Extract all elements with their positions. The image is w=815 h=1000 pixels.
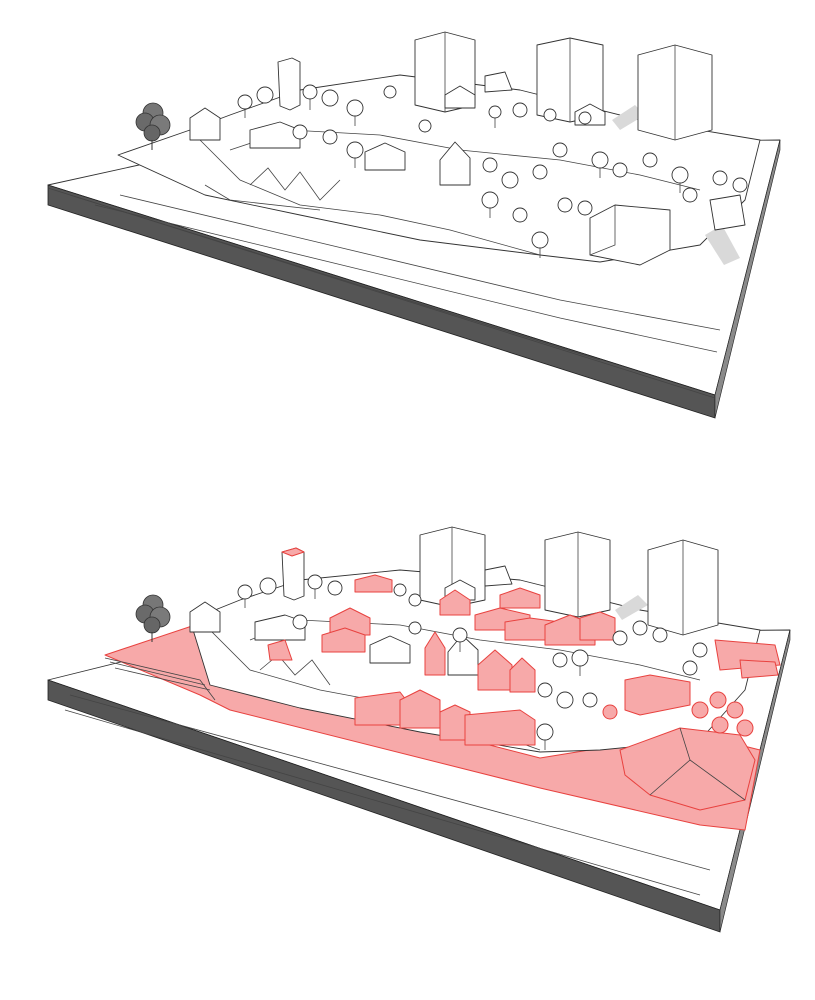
- site-model-existing-drawing: [47, 31, 781, 419]
- street-lines: [69, 194, 721, 361]
- site-model-proposed: [0, 500, 815, 1000]
- site-model-proposed-drawing: [47, 526, 791, 933]
- shadow: [612, 105, 645, 130]
- trees: [237, 574, 708, 741]
- tree-trunks: [244, 99, 681, 258]
- trees: [237, 84, 748, 249]
- tower-block: [647, 539, 719, 636]
- tower-block: [637, 44, 713, 141]
- trees-highlighted: [602, 691, 754, 737]
- buildings-existing: [189, 565, 513, 676]
- slim-tower: [281, 547, 305, 601]
- tree-trunks: [244, 589, 581, 750]
- tower-block: [544, 531, 611, 618]
- site-model-existing: [47, 31, 781, 419]
- foliage-tree: [135, 594, 171, 642]
- buildings-highlighted: [267, 574, 781, 811]
- shadow: [705, 225, 740, 265]
- shadow: [615, 595, 648, 620]
- buildings-existing: [189, 71, 746, 266]
- street-lines: [64, 694, 711, 896]
- slim-tower: [277, 57, 301, 111]
- foliage-tree: [135, 102, 171, 150]
